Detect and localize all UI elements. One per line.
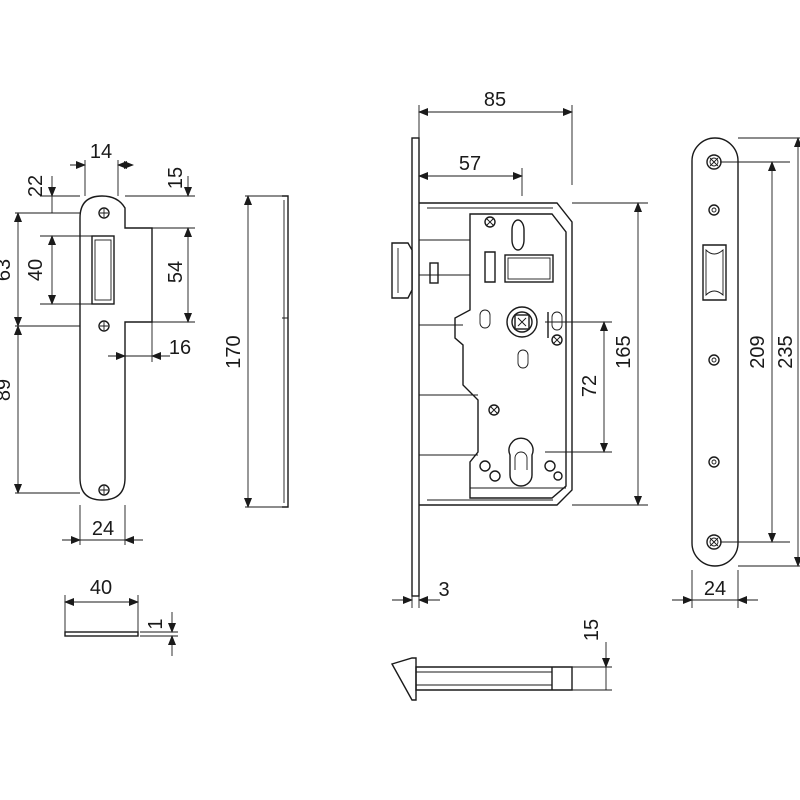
dim-strike-width: 24 xyxy=(92,518,114,540)
dim-bottom-length: 40 xyxy=(90,577,112,599)
dim-lock-backset: 57 xyxy=(459,153,481,175)
dim-strike-top-offset: 22 xyxy=(25,175,47,197)
strike-side-view: 170 xyxy=(223,195,289,508)
lock-bottom-view: 15 xyxy=(390,619,612,701)
faceplate-dimensions: 209 235 24 xyxy=(672,137,800,608)
dim-forend-thickness: 3 xyxy=(438,579,449,601)
dim-lock-total-depth: 85 xyxy=(484,89,506,111)
dim-bolt-height: 15 xyxy=(581,619,603,641)
dim-lock-center-distance: 72 xyxy=(579,375,601,397)
lock-body xyxy=(391,137,573,597)
dim-strike-slot: 40 xyxy=(25,259,47,281)
dim-faceplate-length: 235 xyxy=(775,335,797,368)
dim-side-length: 170 xyxy=(223,335,245,368)
dim-strike-top-right: 15 xyxy=(165,167,187,189)
dim-strike-upper: 63 xyxy=(0,259,15,281)
strike-plate xyxy=(79,195,153,501)
dim-strike-lip: 54 xyxy=(165,261,187,283)
dim-strike-width-top: 14 xyxy=(90,141,112,163)
dim-lock-body-height: 165 xyxy=(613,335,635,368)
dim-bottom-thickness: 1 xyxy=(145,618,167,629)
dim-strike-lip-depth: 16 xyxy=(169,337,191,359)
strike-bottom-view: 40 1 xyxy=(64,577,178,656)
dim-strike-lower: 89 xyxy=(0,379,15,401)
faceplate xyxy=(691,137,739,567)
dim-faceplate-hole-spacing: 209 xyxy=(747,335,769,368)
lock-dimensions: 85 57 165 72 3 xyxy=(392,89,648,608)
strike-plate-dimensions: 14 22 40 63 89 15 54 16 24 xyxy=(0,141,195,545)
dim-faceplate-width: 24 xyxy=(704,578,726,600)
